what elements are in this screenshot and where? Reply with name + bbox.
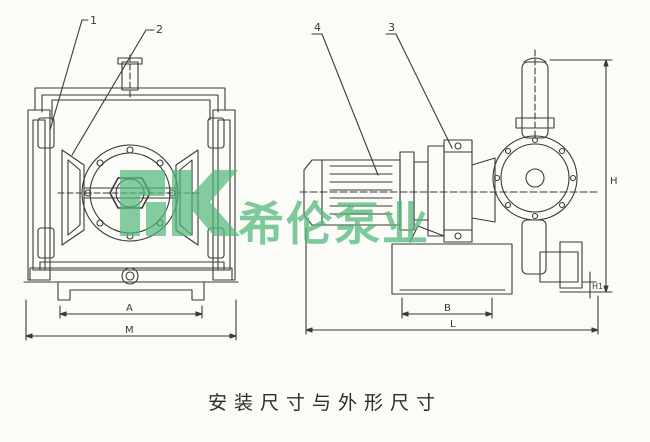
dimension-l-label: L [450, 319, 456, 330]
dimension-h1-label: H1 [592, 282, 603, 291]
watermark-logo-icon [120, 170, 240, 236]
dimension-b-label: B [444, 303, 451, 314]
watermark-text: 希伦泵业 [238, 197, 430, 251]
callout-3: 3 [388, 21, 395, 34]
dimension-m-label: M [125, 325, 134, 336]
dimension-a-label: A [126, 303, 133, 314]
front-view [23, 19, 239, 341]
side-view [299, 33, 613, 335]
callout-2: 2 [156, 23, 163, 36]
callout-1: 1 [90, 14, 97, 27]
callout-4: 4 [314, 21, 321, 34]
dimension-h-label: H [610, 176, 618, 187]
drawing-caption: 安装尺寸与外形尺寸 [207, 392, 442, 414]
